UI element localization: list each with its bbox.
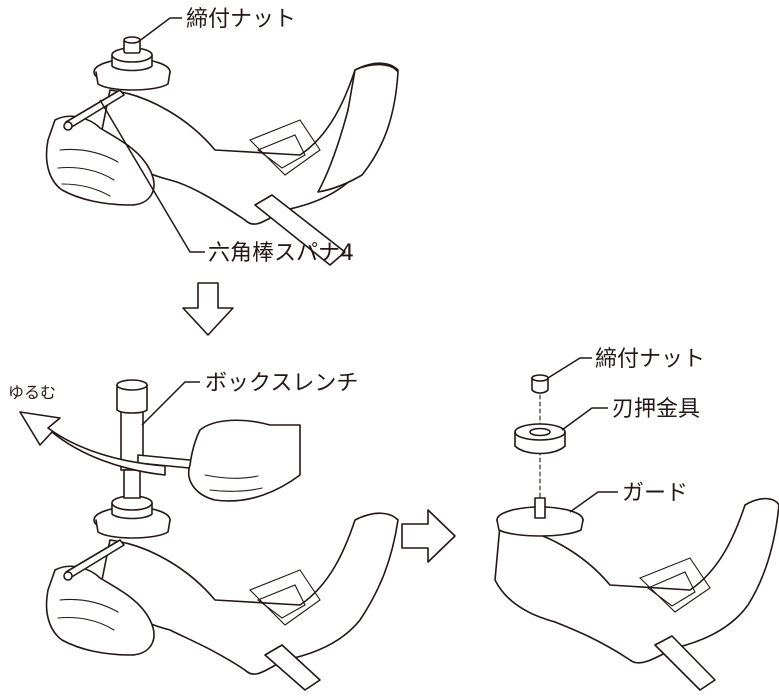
guard-label: ガード: [622, 481, 688, 506]
blade-holder-label: 刃押金具: [612, 397, 700, 422]
loosen-label: ゆるむ: [8, 383, 56, 402]
bottom-left-illustration: [19, 379, 399, 691]
br-housing: [494, 497, 779, 664]
top-illustration: [45, 36, 399, 266]
top-shaft: [254, 194, 346, 266]
bl-shaft: [264, 644, 321, 691]
right-arrow-icon: [401, 509, 456, 563]
box-wrench-leader: [141, 381, 200, 426]
top-nut-leader: [137, 17, 182, 43]
top-hand: [45, 115, 155, 206]
guard-leader: [569, 491, 618, 513]
bottom-right-illustration: [494, 374, 779, 691]
bl-hand: [45, 565, 155, 656]
right-nut-label: 締付ナット: [595, 347, 705, 372]
down-arrow-icon: [182, 282, 234, 336]
bl-housing: [99, 512, 399, 675]
hex-wrench-label: 六角棒スパナ4: [208, 241, 354, 266]
hex-wrench-leader: [99, 99, 205, 253]
bl-right-hand: [188, 419, 301, 502]
right-nut: [531, 377, 549, 394]
right-nut-leader: [547, 357, 592, 379]
box-wrench-label: ボックスレンチ: [205, 371, 358, 396]
curved-loosen-arrow-icon: [19, 411, 166, 476]
blade-holder-leader: [561, 407, 608, 431]
guard-bolt: [534, 497, 546, 519]
top-nut-label: 締付ナット: [186, 7, 296, 32]
top-guard-plate: [317, 63, 399, 193]
